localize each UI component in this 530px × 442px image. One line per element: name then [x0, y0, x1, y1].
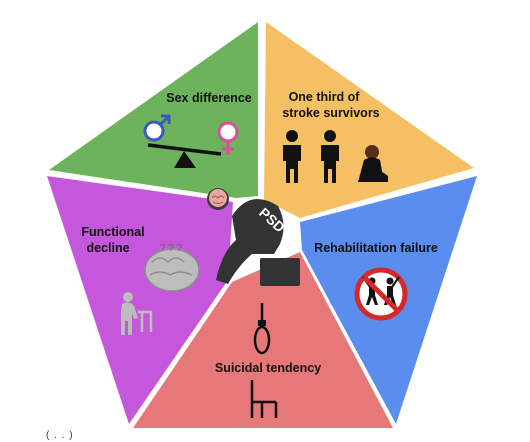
chair-icon [250, 380, 278, 418]
people-icon [283, 130, 388, 183]
male-female-balance-icon [143, 114, 239, 168]
segment-functional-decline [47, 176, 233, 424]
segment-stroke-survivors [264, 22, 474, 218]
stray-caption-fragment: ( . . ) [46, 430, 74, 441]
question-marks: ? ? ? [160, 243, 183, 254]
segment-suicidal-tendency [133, 252, 393, 428]
label-stroke-survivors-line2: stroke survivors [282, 106, 379, 120]
label-rehabilitation-failure: Rehabilitation failure [314, 241, 438, 255]
segment-sex-difference [49, 22, 258, 198]
no-activity-icon [354, 267, 408, 321]
label-suicidal-tendency: Suicidal tendency [215, 361, 321, 375]
elderly-walker-icon [121, 292, 153, 335]
label-stroke-survivors-line1: One third of [289, 90, 361, 104]
depressed-person-figure: PSD [207, 188, 300, 286]
noose-icon [253, 303, 271, 355]
brain-icon: ? ? ? [144, 243, 200, 292]
label-functional-decline-line2: decline [86, 241, 129, 255]
label-sex-difference: Sex difference [166, 91, 252, 105]
label-functional-decline-line1: Functional [81, 225, 144, 239]
